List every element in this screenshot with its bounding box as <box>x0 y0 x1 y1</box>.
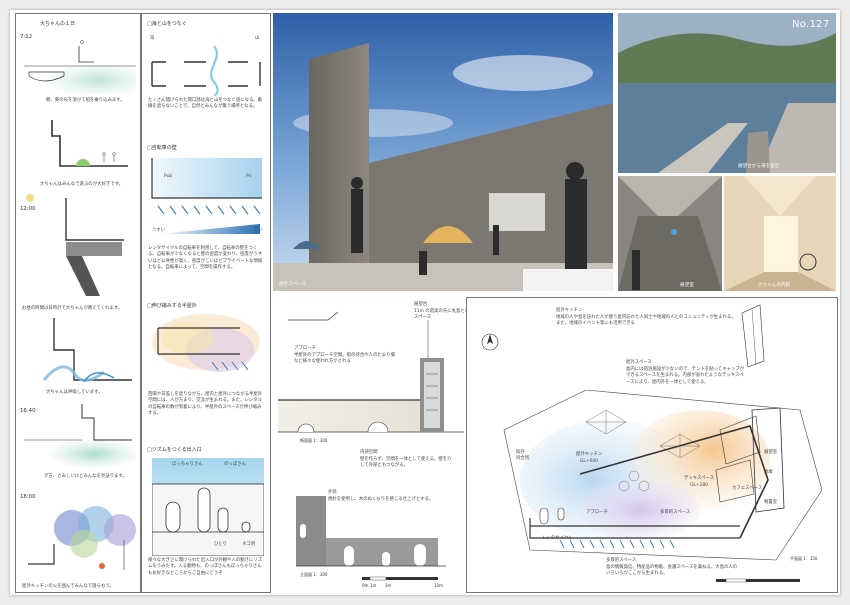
section-annotation-interior-text: 壁を作らず、空間を一体として使える。壁を介して外部ともつながる。 <box>360 457 452 469</box>
concept-text-sea-mountain: たくさん開けられた開口部は海と山をつなぐ道になる。動線を遮らないことで、自然とみ… <box>148 98 263 110</box>
concept-label-sea: 海 <box>150 36 155 41</box>
plan-room-deck: デッキスペース <box>684 476 715 481</box>
section-scale-label: 断面図 1：300 <box>300 438 328 443</box>
plan-scale-label: 平面図 1：150 <box>790 556 818 561</box>
timeline-time-3: 12:00 <box>20 206 36 212</box>
concept-column: □海と山をつなぐ 海 山 たくさん開けられた開口部は海と山をつなぐ道になる。動線… <box>141 13 271 593</box>
elevation-scale-label: 立面図 1：300 <box>300 572 328 577</box>
timeline-sketch-breath <box>42 318 132 383</box>
concept-label-tall: のっぽさん <box>224 462 246 467</box>
plan-annotation-kitchen-text: 地域の人や島を訪れた人が使う屋内訪れた人同士や地域の人とのコミュニティが生まれる… <box>556 315 736 327</box>
scale-bar-10: 10m <box>434 583 443 588</box>
elevation-annotation-exterior: 外装 <box>328 490 337 495</box>
section-annotation-approach-text: 半屋外のアプローチ空間。船の待合や人のたまり場など様々な使われ方がされる <box>294 353 395 365</box>
timeline-sketch-morning <box>24 40 136 94</box>
tower-axonometric-sketch <box>741 304 765 368</box>
main-rendering-caption: 屋外スペース <box>279 282 307 287</box>
plan-annotation-outdoor-text: 島内には宿泊施設が少ないので、テントを貼ってキャンプができるスペースを生まれる。… <box>626 367 745 385</box>
concept-label-less: うすい <box>152 228 166 233</box>
elevation-drawing <box>296 496 446 567</box>
timeline-caption-2: 大ちゃんはみんなで遊ぶのが大好きです。 <box>40 182 123 187</box>
plan-annotation-kitchen: 屋外キッチン <box>556 308 583 313</box>
concept-label-pri: Pri <box>246 174 252 179</box>
poster-sheet: 大ちゃんの１日 7:12 朝、東の光を浴びて船を乗り込みます。 大ちゃんはみんな… <box>10 10 840 595</box>
timeline-caption-4: 大ちゃんは呼吸しています。 <box>46 390 103 395</box>
timeline-title: 大ちゃんの１日 <box>40 21 76 27</box>
plan-room-kitchen-gl: GL+600 <box>580 459 598 464</box>
plan-room-store: 倉庫 <box>764 470 773 475</box>
sheet-number: No.127 <box>792 19 830 30</box>
plan-annotation-multipurpose: 多目的スペース <box>606 558 637 563</box>
concept-diagram-bicycle-wall <box>151 158 262 234</box>
section-annotation-approach: アプローチ <box>294 346 316 351</box>
scale-bar-3: 3m <box>385 583 392 588</box>
plan-room-kitchen: 屋外キッチン <box>576 452 603 457</box>
timeline-caption-3: お昼の時間は日時計で大ちゃんが教えてくれます。 <box>22 306 123 311</box>
elevation-annotation-exterior-text: 焼杉を使用し、木のぬくもりを感じる仕上げとする。 <box>328 497 434 502</box>
sea-view-photo: No.127 展望台から海を望む <box>618 13 836 173</box>
observation-room-photo: 展望室 <box>618 176 722 291</box>
plan-scale-bar <box>716 578 800 583</box>
main-rendering-photo: 屋外スペース <box>273 13 613 291</box>
observation-room-caption: 展望室 <box>680 283 694 288</box>
concept-label-more: こい <box>254 228 263 233</box>
section-annotation-observatory: 展望台 <box>414 302 428 307</box>
concept-label-single: ひとり <box>214 542 228 547</box>
timeline-sketch-evening <box>24 404 136 468</box>
north-arrow-icon <box>481 333 499 351</box>
scale-bar <box>362 576 438 581</box>
section-drawing <box>278 311 464 433</box>
concept-title-sea-mountain: □海と山をつなぐ <box>147 21 187 27</box>
section-annotation-observatory-text: 11m の塔実の先に丸島と海を望む小さな展望スペース <box>414 309 505 321</box>
timeline-sketch-noon <box>26 194 124 296</box>
timeline-time-1: 7:12 <box>20 34 33 40</box>
concept-diagram-semi-outdoor <box>152 314 260 372</box>
plan-room-waiting: 既存 待合所 <box>516 450 530 462</box>
concept-title-bicycle-wall: □自転車の壁 <box>147 145 177 151</box>
timeline-time-5: 16:40 <box>20 408 36 414</box>
plan-room-storage: 物置室 <box>764 500 778 505</box>
timeline-time-6: 18:00 <box>20 494 36 500</box>
concept-label-chubby: ぼっちゃりさん <box>172 462 203 467</box>
plan-annotation-multipurpose-text: 島の情報発信、特産品の物販、会議スペースを兼ねる。大島の人のいろいろがここから生… <box>606 565 738 577</box>
plan-room-multipurpose: 多目的スペース <box>660 510 691 515</box>
interior-photo: 大ちゃんの内部 <box>724 176 836 291</box>
concept-text-semi-outdoor: 西陽や日差しを遮りながら、屋内と屋外につながる半屋外空間には、人が方まり、交流が… <box>148 392 263 417</box>
timeline-sketch-night <box>28 506 136 570</box>
plan-room-cafe: カフェスペース <box>732 486 763 491</box>
plan-room-rental-cycle: レンタサイクル <box>542 536 573 541</box>
plan-room-deck-gl: GL+280 <box>690 483 708 488</box>
concept-label-mountain: 山 <box>255 36 260 41</box>
timeline-caption-1: 朝、東の光を浴びて船を乗り込みます。 <box>46 98 125 103</box>
plan-drawing <box>503 390 823 561</box>
concept-label-cat: ネコ用 <box>242 542 256 547</box>
timeline-caption-6: 屋外キッチンの火を囲んでみんなで語らおう。 <box>22 584 114 589</box>
plan-annotation-outdoor: 屋外スペース <box>626 360 652 365</box>
concept-label-pub: Pub <box>164 174 173 179</box>
section-annotation-interior: 内部空間 <box>360 450 378 455</box>
timeline-column: 大ちゃんの１日 7:12 朝、東の光を浴びて船を乗り込みます。 大ちゃんはみんな… <box>15 13 141 593</box>
concept-diagram-rhythm-entrance <box>152 458 264 556</box>
plan-room-approach: アプローチ <box>586 510 608 515</box>
scale-bar-0: 0m <box>362 583 369 588</box>
timeline-caption-5: 夕方、さみしいけどみんなを見送ります。 <box>44 474 127 479</box>
concept-diagram-sea-mountain <box>151 45 261 96</box>
timeline-sketch-play <box>51 120 128 167</box>
plan-room-observatory: 展望室 <box>764 450 778 455</box>
scale-bar-1: 1m <box>370 583 377 588</box>
interior-caption: 大ちゃんの内部 <box>758 283 791 288</box>
sea-view-caption: 展望台から海を望む <box>738 164 780 169</box>
concept-title-rhythm-entrance: □リズムをつくる出入口 <box>147 447 202 453</box>
concept-title-semi-outdoor: □伸び縮みする半屋外 <box>147 303 197 309</box>
concept-text-bicycle-wall: レンタサイクルの自転車を利用して、自転車の壁をつくる。自転車が少なくなると壁の密… <box>148 246 263 271</box>
concept-text-rhythm-entrance: 様々な大きさに開けられた出入口が外観や人の動きにリズムをうみだす。入る動物も、の… <box>148 558 263 576</box>
